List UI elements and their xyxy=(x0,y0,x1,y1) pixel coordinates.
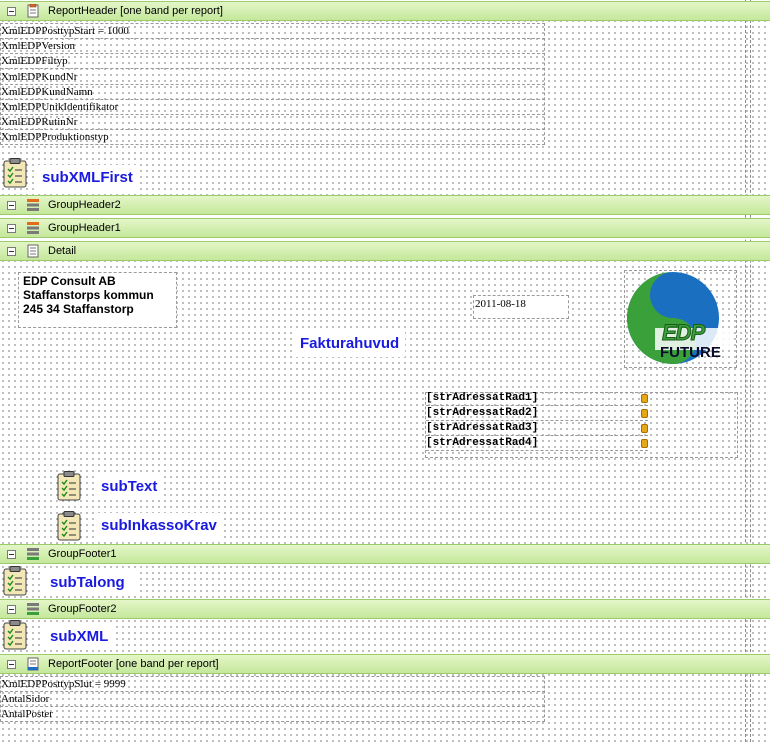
subreport-icon xyxy=(3,620,27,650)
logo-future-text: FUTURE xyxy=(660,344,721,361)
band-label: Detail xyxy=(48,245,77,257)
subreport-xml-first[interactable]: subXMLFirst xyxy=(36,165,139,191)
subreport-icon xyxy=(3,566,27,596)
header-field[interactable]: XmlEDPFiltyp xyxy=(0,54,545,70)
footer-field[interactable]: AntalSidor xyxy=(0,692,545,707)
sender-box[interactable]: EDP Consult AB Staffanstorps kommun 245 … xyxy=(18,272,177,328)
address-line[interactable]: [strAdressatRad1] xyxy=(426,392,648,406)
subreport-icon xyxy=(3,158,27,188)
group-footer-icon xyxy=(27,603,39,615)
header-field[interactable]: XmlEDPUnikIdentifikator xyxy=(0,100,545,115)
subreport-text[interactable]: subText xyxy=(95,474,164,500)
report-footer-icon xyxy=(27,657,39,671)
band-label: GroupHeader2 xyxy=(48,199,121,211)
collapse-toggle[interactable] xyxy=(7,549,16,559)
band-label: GroupFooter1 xyxy=(48,548,117,560)
footer-field[interactable]: AntalPoster xyxy=(0,707,545,722)
address-line[interactable]: [strAdressatRad2] xyxy=(426,407,648,421)
invoice-title[interactable]: Fakturahuvud xyxy=(294,331,406,357)
subreport-icon xyxy=(57,511,81,541)
address-frame xyxy=(425,392,738,458)
page-margin-guide xyxy=(745,0,746,742)
band-group-header2[interactable]: GroupHeader2 xyxy=(0,195,770,215)
sender-line: EDP Consult AB xyxy=(23,274,116,288)
group-header-icon xyxy=(27,222,39,234)
report-header-icon xyxy=(27,4,39,18)
band-detail[interactable]: Detail xyxy=(0,241,770,261)
header-field[interactable]: XmlEDPProduktionstyp xyxy=(0,130,545,146)
address-line[interactable]: [strAdressatRad3] xyxy=(426,422,648,436)
sender-line: 245 34 Staffanstorp xyxy=(23,302,134,316)
collapse-toggle[interactable] xyxy=(7,200,16,210)
header-field[interactable]: XmlEDPRutinNr xyxy=(0,115,545,131)
collapse-toggle[interactable] xyxy=(7,246,16,256)
address-line-text: [strAdressatRad1] xyxy=(426,392,539,404)
address-line[interactable]: [strAdressatRad4] xyxy=(426,437,648,451)
band-group-footer2[interactable]: GroupFooter2 xyxy=(0,599,770,619)
header-field[interactable]: XmlEDPKundNamn xyxy=(0,85,545,100)
band-report-footer[interactable]: ReportFooter [one band per report] xyxy=(0,654,770,674)
subreport-talong[interactable]: subTalong xyxy=(44,570,140,596)
header-field[interactable]: XmlEDPPosttypStart = 1000 xyxy=(0,24,545,39)
page-edge-guide xyxy=(750,0,751,742)
band-label: GroupFooter2 xyxy=(48,603,117,615)
footer-field[interactable]: XmlEDPPosttypSlut = 9999 xyxy=(0,677,545,692)
logo-frame[interactable] xyxy=(624,270,737,368)
address-line-text: [strAdressatRad4] xyxy=(426,437,539,449)
collapse-toggle[interactable] xyxy=(7,223,16,233)
header-field[interactable]: XmlEDPKundNr xyxy=(0,70,545,85)
smart-tag-icon[interactable] xyxy=(641,409,648,418)
collapse-toggle[interactable] xyxy=(7,604,16,614)
edp-future-logo xyxy=(627,272,731,364)
logo-edp-text: EDP xyxy=(661,320,705,346)
address-line-text: [strAdressatRad3] xyxy=(426,422,539,434)
subreport-inkasso[interactable]: subInkassoKrav xyxy=(95,513,223,539)
subreport-icon xyxy=(57,471,81,501)
date-field[interactable]: 2011-08-18 xyxy=(473,295,569,319)
address-line-text: [strAdressatRad2] xyxy=(426,407,539,419)
band-label: ReportHeader [one band per report] xyxy=(48,5,223,17)
collapse-toggle[interactable] xyxy=(7,6,16,16)
band-group-header1[interactable]: GroupHeader1 xyxy=(0,218,770,238)
header-field[interactable]: XmlEDPVersion xyxy=(0,39,545,55)
smart-tag-icon[interactable] xyxy=(641,439,648,448)
band-report-header[interactable]: ReportHeader [one band per report] xyxy=(0,1,770,21)
band-group-footer1[interactable]: GroupFooter1 xyxy=(0,544,770,564)
subreport-xml[interactable]: subXML xyxy=(44,624,115,650)
smart-tag-icon[interactable] xyxy=(641,424,648,433)
group-header-icon xyxy=(27,199,39,211)
detail-icon xyxy=(27,244,39,258)
date-value: 2011-08-18 xyxy=(475,298,526,310)
sender-line: Staffanstorps kommun xyxy=(23,288,154,302)
band-label: ReportFooter [one band per report] xyxy=(48,658,219,670)
band-label: GroupHeader1 xyxy=(48,222,121,234)
collapse-toggle[interactable] xyxy=(7,659,16,669)
group-footer-icon xyxy=(27,548,39,560)
smart-tag-icon[interactable] xyxy=(641,394,648,403)
